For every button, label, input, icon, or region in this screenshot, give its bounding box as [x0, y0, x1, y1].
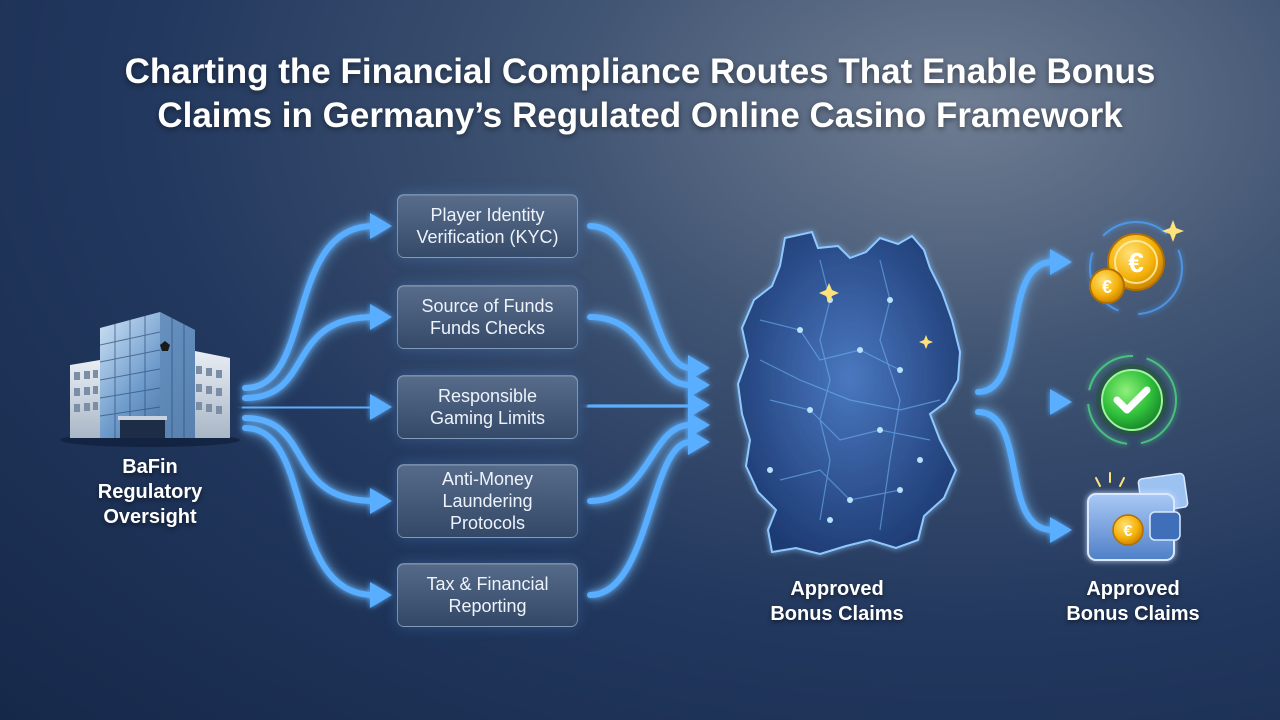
- arrow-hub-to-outcome-0: [975, 249, 1072, 398]
- arrow-step-to-hub-3: [587, 412, 710, 507]
- checkmark-icon: [1087, 355, 1177, 445]
- euro-symbol: €: [1128, 247, 1144, 278]
- hub-label: Approved Bonus Claims: [770, 578, 904, 625]
- source-label: BaFin Regulatory Oversight: [97, 456, 203, 528]
- page-title: Charting the Financial Compliance Routes…: [0, 50, 1280, 138]
- title-line-1: Charting the Financial Compliance Routes…: [124, 52, 1156, 91]
- arrow-source-to-step-0: [242, 213, 392, 394]
- outcome-label: Approved Bonus Claims: [1066, 578, 1200, 625]
- step-tax-reporting: Tax & Financial Reporting: [397, 563, 578, 627]
- euro-coins-icon: € €: [1089, 220, 1184, 315]
- step-to-hub-arrows: [587, 220, 710, 601]
- step-label-responsible-gaming: Responsible Gaming Limits: [429, 386, 546, 428]
- arrow-hub-to-outcome-1: [975, 389, 1072, 415]
- office-building-icon: [60, 312, 240, 447]
- euro-symbol: €: [1124, 523, 1133, 540]
- step-kyc: Player Identity Verification (KYC): [397, 194, 578, 258]
- arrow-step-to-hub-1: [587, 311, 710, 398]
- step-source-of-funds: Source of Funds Funds Checks: [397, 285, 578, 349]
- step-label-tax-reporting: Tax & Financial Reporting: [426, 574, 549, 616]
- step-responsible-gaming: Responsible Gaming Limits: [397, 375, 578, 439]
- step-label-source-of-funds: Source of Funds Funds Checks: [421, 296, 554, 338]
- arrow-source-to-step-1: [242, 304, 392, 404]
- arrow-source-to-step-4: [242, 422, 392, 608]
- step-label-aml: Anti-Money Laundering Protocols: [441, 469, 534, 533]
- step-aml: Anti-Money Laundering Protocols: [397, 464, 578, 538]
- wallet-icon: €: [1087, 472, 1189, 561]
- arrow-step-to-hub-2: [587, 392, 710, 418]
- hub-to-outcome-arrows: [975, 249, 1072, 543]
- arrow-step-to-hub-0: [587, 220, 710, 381]
- arrow-source-to-step-2: [242, 394, 392, 420]
- arrow-hub-to-outcome-2: [975, 406, 1072, 543]
- arrow-source-to-step-3: [242, 412, 392, 514]
- source-to-step-arrows: [242, 213, 392, 608]
- germany-map-icon: [736, 230, 962, 556]
- step-label-kyc: Player Identity Verification (KYC): [416, 205, 559, 247]
- euro-symbol: €: [1102, 277, 1112, 297]
- arrow-step-to-hub-4: [587, 429, 710, 601]
- title-line-2: Claims in Germany’s Regulated Online Cas…: [157, 96, 1123, 135]
